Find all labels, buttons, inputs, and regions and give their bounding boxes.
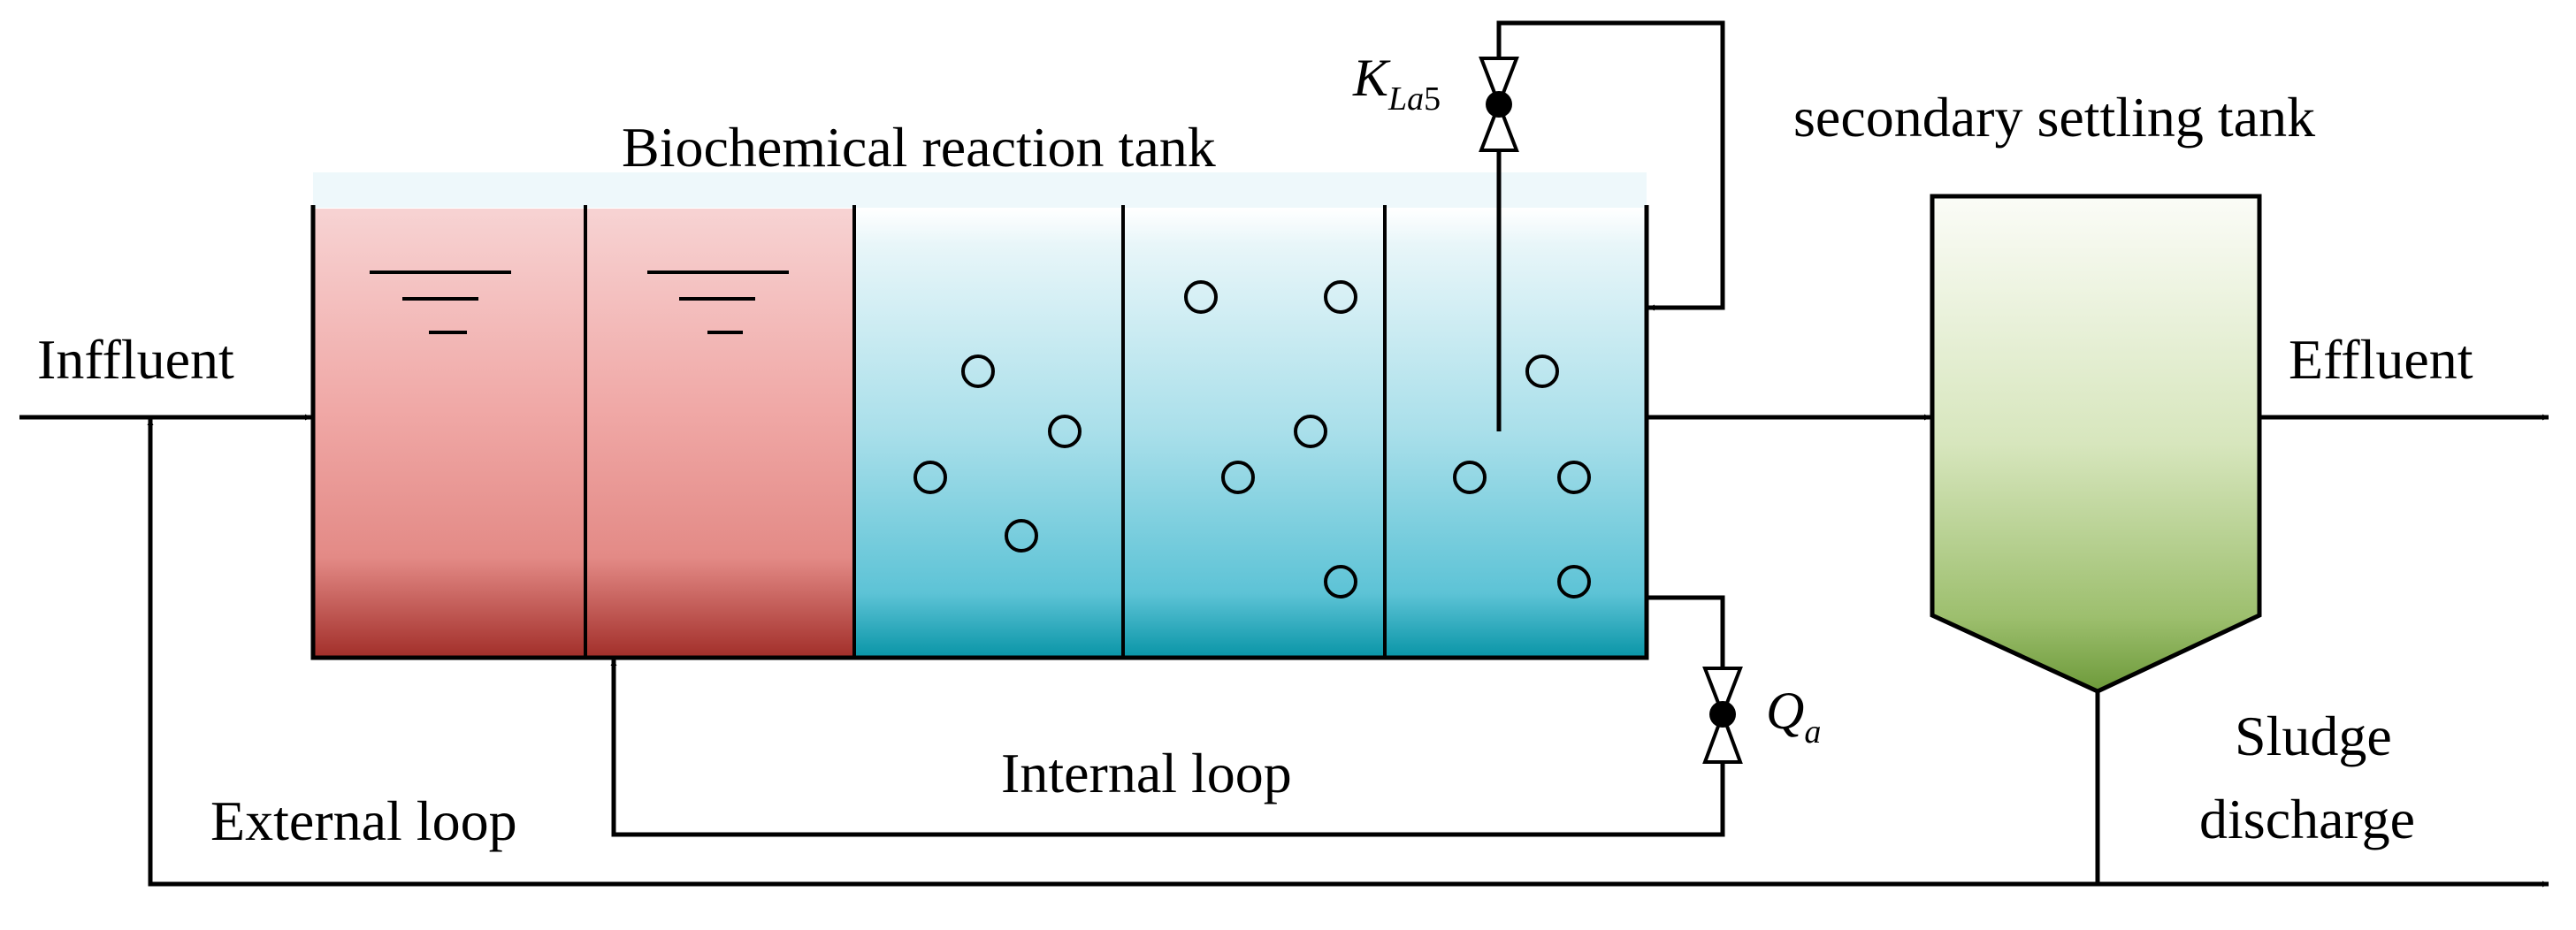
bubble-icon xyxy=(1324,280,1357,314)
water-level-icon xyxy=(370,271,511,334)
effluent-label: Effluent xyxy=(2289,328,2473,391)
internal-loop-label: Internal loop xyxy=(1001,742,1292,804)
settler-title: secondary settling tank xyxy=(1793,86,2315,149)
internal-loop-return-line xyxy=(610,659,1725,837)
internal-loop-line xyxy=(1647,595,1725,690)
kla5-valve-icon xyxy=(1479,57,1519,152)
bubble-icon xyxy=(1048,415,1082,448)
bubble-icon xyxy=(1324,565,1357,598)
settling-tank xyxy=(1930,194,2262,694)
aeration-bubbles xyxy=(913,280,1591,598)
qa-symbol: Qa xyxy=(1766,682,1821,751)
reactor-walls xyxy=(310,205,1649,660)
bubble-icon xyxy=(1525,354,1559,388)
bubble-icon xyxy=(913,461,947,494)
kla5-symbol: KLa5 xyxy=(1352,49,1441,118)
qa-valve-icon xyxy=(1702,667,1743,764)
bubble-icon xyxy=(1184,280,1218,314)
bubble-icon xyxy=(1557,461,1591,494)
water-level-icon xyxy=(647,271,789,334)
external-loop-line xyxy=(148,415,2549,887)
external-loop-label: External loop xyxy=(210,789,517,852)
aeration-supply-line xyxy=(1496,20,1725,311)
aerobic-haze xyxy=(313,172,1647,208)
sludge-label: Sludge xyxy=(2235,705,2392,767)
bubble-icon xyxy=(1221,461,1255,494)
aerobic-zone xyxy=(854,209,1647,656)
influent-label: Inffluent xyxy=(37,328,234,391)
bubble-icon xyxy=(1294,415,1327,448)
reactor-title: Biochemical reaction tank xyxy=(622,116,1216,179)
bubble-icon xyxy=(1453,461,1487,494)
discharge-label: discharge xyxy=(2199,788,2415,850)
bubble-icon xyxy=(961,354,995,388)
bubble-icon xyxy=(1005,519,1038,553)
bubble-icon xyxy=(1557,565,1591,598)
